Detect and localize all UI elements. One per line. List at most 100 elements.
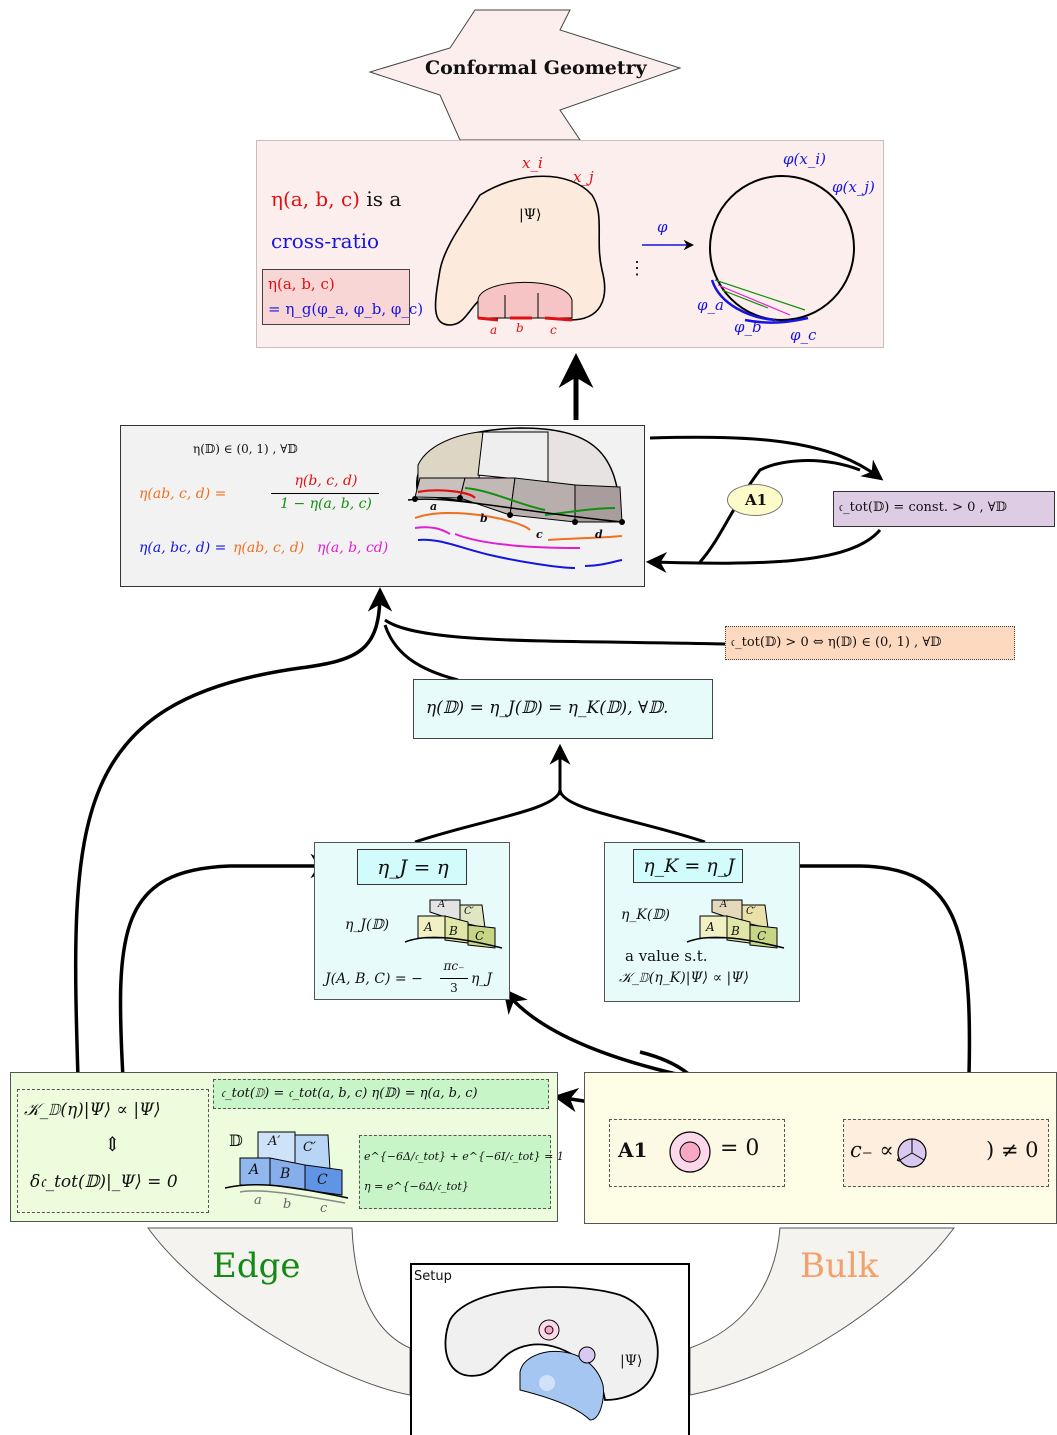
central-seg-b: b: [480, 512, 488, 525]
setup-title: Setup: [414, 1269, 452, 1284]
arrow-a1-up: [698, 459, 861, 564]
edge-k-box: 𝒦_𝔻(η)|Ψ⟩ ∝ |Ψ⟩ ⇕ δ𝔠_tot(𝔻)|_Ψ⟩ = 0: [17, 1089, 209, 1213]
bulk-label: Bulk: [800, 1246, 879, 1286]
edge-D-label: 𝔻: [229, 1131, 243, 1150]
edge-eq-box: e^{−6Δ/𝔠_tot} + e^{−6I/𝔠_tot} = 1 η = e^…: [359, 1135, 564, 1209]
J-frac-tail: η_J: [471, 971, 492, 987]
orange-curve: [414, 511, 531, 531]
ctot-equiv-box: 𝔠_tot(𝔻) > 0 ⇔ η(𝔻) ∈ (0, 1) , ∀𝔻: [725, 626, 1015, 660]
arrow-edge-to-etaJ: [118, 853, 335, 1079]
regionK-C-label: C: [757, 929, 767, 943]
eta-equal-text: η(𝔻) = η_J(𝔻) = η_K(𝔻), ∀𝔻.: [426, 698, 669, 718]
eq2-fraction-bar: [271, 493, 379, 494]
etaK-title-box: η_K = η_J: [633, 849, 743, 883]
arrow-etaJ-to-eta-equal: [414, 789, 562, 844]
central-seg-a: a: [430, 500, 438, 513]
xj-label: x_j: [573, 168, 594, 186]
edgeR-C: [304, 1164, 343, 1196]
phi-a-label: φ_a: [697, 296, 724, 314]
cross-ratio-formula-box: η(a, b, c) = η_g(φ_a, φ_b, φ_c): [262, 269, 423, 325]
edge-panel: 𝒦_𝔻(η)|Ψ⟩ ∝ |Ψ⟩ ⇕ δ𝔠_tot(𝔻)|_Ψ⟩ = 0 𝔠_to…: [10, 1072, 564, 1222]
blob-psi-label: |Ψ⟩: [519, 207, 542, 223]
k-line: 𝒦_𝔻(η)|Ψ⟩ ∝ |Ψ⟩: [24, 1100, 161, 1120]
conformal-geometry-label: Conformal Geometry: [425, 57, 647, 79]
etaK-text2: 𝒦_𝔻(η_K)|Ψ⟩ ∝ |Ψ⟩: [619, 970, 749, 986]
orange-curve: [547, 535, 623, 541]
phi-xi-label: φ(x_i): [783, 150, 826, 168]
seg-c-label: c: [550, 323, 557, 337]
regionJ-A2-label: A′: [438, 899, 448, 910]
ctot-const-box: 𝔠_tot(𝔻) = const. > 0 , ∀𝔻: [833, 491, 1055, 527]
seg-a-line: [477, 316, 499, 322]
edge-ctot-box: 𝔠_tot(𝔻) = 𝔠_tot(a, b, c) η(𝔻) = η(a, b,…: [213, 1079, 549, 1109]
edgeR-C-label: C: [317, 1172, 328, 1188]
setup-psi-label: |Ψ⟩: [620, 1353, 643, 1369]
edgeR-A2-label: A′: [268, 1134, 281, 1149]
central-seg-d: d: [595, 528, 603, 541]
regionK-C2-label: C′: [746, 906, 756, 917]
boundary-point: [572, 519, 578, 525]
conformal-arrow-shape: [368, 9, 682, 141]
etaJ-label: η_J(𝔻): [345, 917, 390, 933]
eq3-rhs1: η(ab, c, d): [233, 540, 305, 556]
seg-b-label: b: [516, 321, 524, 335]
regionJ-C2-label: C′: [464, 906, 474, 917]
edge-eq1: e^{−6Δ/𝔠_tot} + e^{−6I/𝔠_tot} = 1: [364, 1150, 564, 1163]
arrow-ctot-to-central: [645, 529, 882, 573]
arrow-central-to-ctot: [649, 435, 884, 481]
bulk-cminus-tail: ) ≠ 0: [986, 1138, 1039, 1162]
central-red-curve: [417, 489, 476, 499]
regionK-B-label: B: [731, 924, 740, 938]
blue-curve: [417, 538, 576, 569]
bulk-a1-eq: = 0: [720, 1136, 760, 1161]
bulk-a1-box: A1 = 0: [609, 1119, 785, 1187]
a1-oval: A1: [727, 484, 783, 516]
boundary-point: [507, 512, 513, 518]
ctot-const-text: 𝔠_tot(𝔻) = const. > 0 , ∀𝔻: [839, 500, 1007, 515]
phi-map-label: φ: [657, 218, 668, 236]
eq2-num: η(b, c, d): [294, 473, 358, 489]
edge-funnel-shape: [147, 1227, 411, 1396]
eq2-den: 1 − η(a, b, c): [280, 496, 372, 512]
magenta-curve: [414, 526, 451, 535]
arrow-equiv-to-central: [384, 618, 726, 646]
regionJ-A-label: A: [424, 920, 433, 934]
phi-b-arc: [744, 316, 809, 324]
regionJ-boundary: [404, 936, 503, 949]
cross-ratio-line2: cross-ratio: [271, 229, 380, 253]
eq2-lhs: η(ab, c, d) =: [139, 486, 227, 502]
arrow-bulk-to-etaK: [743, 853, 972, 1106]
formula-line2: = η_g(φ_a, φ_b, φ_c): [268, 300, 424, 318]
updown-arrow: ⇕: [104, 1132, 121, 1156]
eq3-lhs: η(a, bc, d) =: [139, 540, 227, 556]
cross-ratio-line1: η(a, b, c) is a: [271, 187, 402, 211]
edgeR-C2-label: C′: [303, 1140, 316, 1155]
regionK-A2-label: A′: [720, 899, 730, 910]
boundary-point: [619, 519, 625, 525]
unit-circle-shape: [709, 175, 855, 321]
pink-target-icon-inner: [679, 1141, 701, 1163]
seg-a-label: a: [490, 323, 498, 337]
bulk-a1-label: A1: [618, 1138, 648, 1162]
edgeR-A-label: A: [249, 1162, 260, 1178]
tri-region-icon-lines: [899, 1139, 925, 1161]
edgeR-segments: [239, 1190, 346, 1204]
geodesic-green: [714, 279, 806, 311]
J-formula-lhs: J(A, B, C) = −: [325, 971, 423, 987]
ellipsis-dots: ⋮: [628, 258, 646, 279]
arrow-eta-equal-to-central: [383, 624, 459, 682]
edgeR-seg-a: a: [254, 1193, 262, 1208]
regionK-boundary: [686, 936, 785, 949]
etaK-panel: η_K = η_J η_K(𝔻) a value s.t. 𝒦_𝔻(η_K)|Ψ…: [604, 842, 800, 1002]
J-frac-num: πc₋: [443, 959, 465, 973]
edgeR-B-label: B: [280, 1166, 291, 1182]
edgeR-seg-b: b: [283, 1197, 292, 1212]
a1-oval-label: A1: [744, 491, 768, 509]
bulk-cminus-box: c₋ ∝ J( ) ≠ 0: [843, 1119, 1049, 1187]
central-green-curve: [464, 487, 546, 511]
